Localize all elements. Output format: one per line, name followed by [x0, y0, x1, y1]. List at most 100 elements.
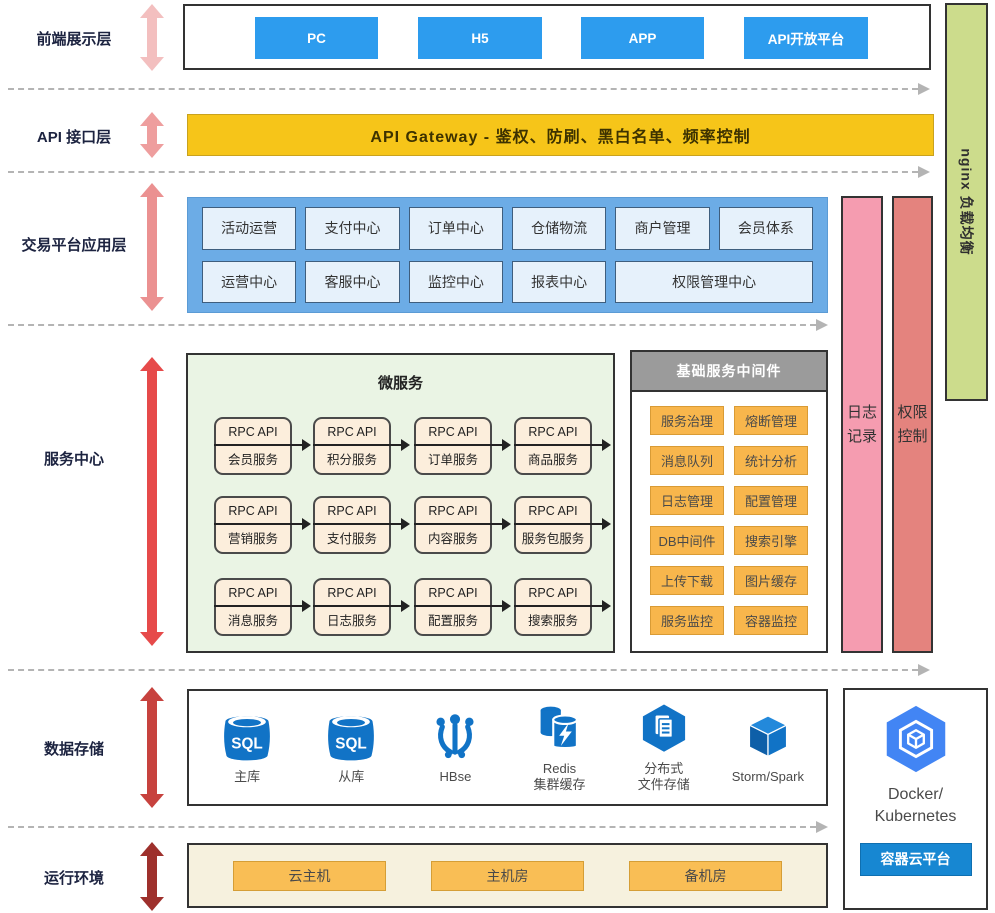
app-cell: 权限管理中心 [615, 260, 813, 303]
container-cloud-platform-button: 容器云平台 [859, 842, 972, 876]
app-cell: 报表中心 [512, 260, 607, 303]
storage-item-master-db: SQL 主库 [197, 710, 297, 785]
sql-database-icon: SQL [224, 715, 271, 761]
rpc-arrow-icon [313, 605, 405, 607]
middleware-item: 消息队列 [650, 446, 724, 475]
app-cell: 运营中心 [202, 260, 297, 303]
dashed-separator-arrow [8, 166, 930, 178]
frontend-node-h5: H5 [418, 17, 542, 59]
dashed-separator-arrow [8, 319, 828, 331]
double-arrow-icon [140, 112, 164, 158]
layer-label-runtime: 运行环境 [43, 870, 104, 887]
cube-icon [747, 715, 788, 758]
middleware-item: 搜索引擎 [734, 526, 808, 555]
double-arrow-icon [140, 687, 164, 808]
runtime-box: 云主机 主机房 备机房 [187, 843, 828, 908]
frontend-node-app: APP [581, 17, 704, 59]
rpc-arrow-icon [414, 605, 506, 607]
rpc-arrow-icon [214, 523, 306, 525]
middleware-item: 上传下载 [650, 566, 724, 595]
middleware-item: 容器监控 [734, 606, 808, 635]
rpc-arrow-icon [414, 523, 506, 525]
layer-label-application: 交易平台应用层 [21, 237, 127, 254]
runtime-node-main-room: 主机房 [431, 860, 584, 891]
storage-item-storm-spark: Storm/Spark [718, 710, 818, 785]
rpc-arrow-icon [313, 523, 405, 525]
app-cell: 支付中心 [305, 207, 400, 250]
runtime-node-backup-room: 备机房 [629, 860, 782, 891]
svg-text:SQL: SQL [231, 736, 262, 753]
frontend-node-pc: PC [255, 17, 378, 59]
layer-label-storage: 数据存储 [43, 741, 104, 758]
app-cell: 仓储物流 [512, 207, 607, 250]
middleware-item: 日志管理 [650, 486, 724, 515]
frontend-node-open-api: API开放平台 [744, 17, 868, 59]
app-cell: 会员体系 [718, 207, 813, 250]
middleware-box: 基础服务中间件 服务治理 熔断管理 消息队列 统计分析 日志管理 配置管理 DB… [630, 350, 828, 653]
application-layer-box: 活动运营 支付中心 订单中心 仓储物流 商户管理 会员体系 运营中心 客服中心 … [187, 197, 828, 313]
double-arrow-icon [140, 183, 164, 311]
svg-text:SQL: SQL [336, 736, 367, 753]
docker-kubernetes-title: Docker/Kubernetes [874, 786, 957, 826]
middleware-item: 统计分析 [734, 446, 808, 475]
log-record-bar: 日志 记录 [841, 196, 883, 653]
dashed-separator-arrow [8, 664, 930, 676]
rpc-arrow-icon [514, 605, 606, 607]
kubernetes-hexagon-icon [886, 705, 945, 773]
middleware-item: 图片缓存 [734, 566, 808, 595]
storage-item-slave-db: SQL 从库 [301, 710, 401, 785]
microservices-title: 微服务 [377, 375, 423, 392]
middleware-item: 配置管理 [734, 486, 808, 515]
rpc-arrow-icon [514, 444, 606, 446]
storage-item-hbase: HBse [405, 710, 505, 785]
data-storage-box: SQL 主库 SQL 从库 [187, 689, 828, 806]
app-cell: 订单中心 [408, 207, 503, 250]
rpc-arrow-icon [214, 605, 306, 607]
app-cell: 监控中心 [408, 260, 503, 303]
nginx-load-balancer-bar: nginx 负载均衡 [945, 3, 988, 401]
app-cell: 活动运营 [202, 207, 297, 250]
layer-label-service: 服务中心 [43, 451, 104, 468]
docker-kubernetes-panel: Docker/Kubernetes 容器云平台 [843, 688, 988, 910]
api-gateway-bar: API Gateway - 鉴权、防刷、黑白名单、频率控制 [187, 114, 934, 156]
middleware-item: 熔断管理 [734, 406, 808, 435]
dashed-separator-arrow [8, 83, 930, 95]
middleware-item: DB中间件 [650, 526, 724, 555]
rpc-arrow-icon [214, 444, 306, 446]
storage-item-distributed-file: 分布式文件存储 [614, 702, 714, 794]
layer-label-frontend: 前端展示层 [36, 31, 112, 48]
layer-label-api: API 接口层 [36, 129, 112, 146]
hbase-icon [436, 714, 474, 758]
double-arrow-icon [140, 357, 164, 646]
middleware-item: 服务治理 [650, 406, 724, 435]
middleware-title: 基础服务中间件 [632, 352, 826, 392]
permission-control-bar: 权限 控制 [892, 196, 933, 653]
runtime-node-cloud-host: 云主机 [233, 860, 386, 891]
middleware-item: 服务监控 [650, 606, 724, 635]
app-cell: 客服中心 [305, 260, 400, 303]
rpc-arrow-icon [414, 444, 506, 446]
app-cell: 商户管理 [615, 207, 710, 250]
sql-database-icon: SQL [328, 715, 375, 761]
rpc-arrow-icon [514, 523, 606, 525]
rpc-arrow-icon [313, 444, 405, 446]
distributed-file-icon [642, 704, 685, 752]
dashed-separator-arrow [8, 821, 828, 833]
frontend-layer-box: PC H5 APP API开放平台 [183, 4, 931, 70]
double-arrow-icon [140, 842, 164, 911]
redis-cluster-icon [540, 706, 578, 749]
